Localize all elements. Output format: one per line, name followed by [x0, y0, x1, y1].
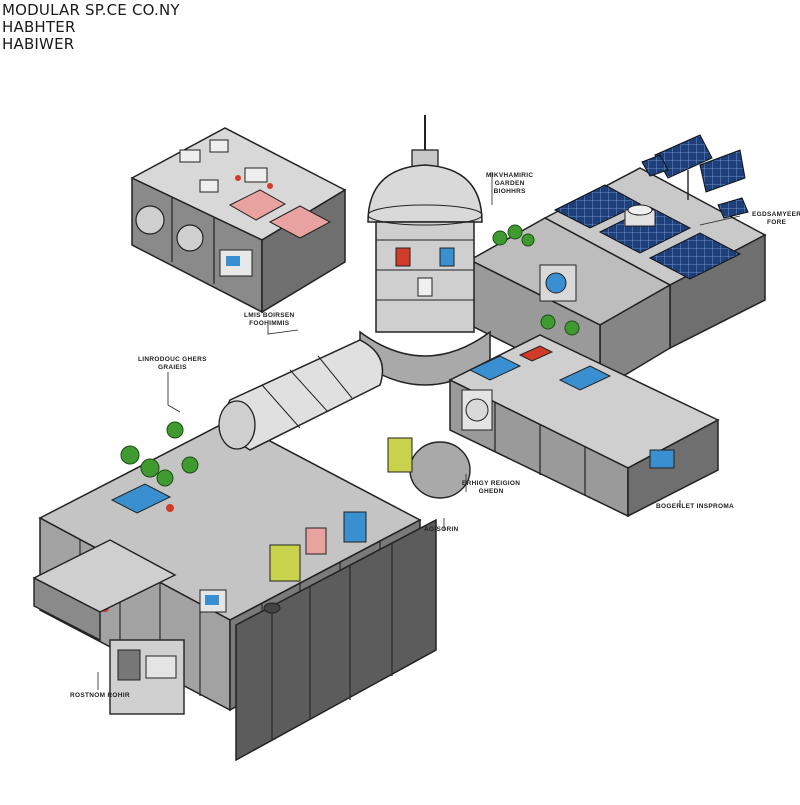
title-line-2: HABHTER — [2, 18, 76, 36]
callout-text: FORE — [766, 219, 787, 226]
callout-text: GRAIEIS — [157, 364, 187, 371]
callout-text: FOOHIMMIS — [249, 320, 290, 327]
title-line-1: MODULAR SP.CE CO.NY — [2, 1, 180, 19]
habitat-cylinder — [218, 339, 384, 451]
callout-text: LINRODOUC GHERS — [138, 356, 207, 363]
callout-text: ERHIGY REIGION — [462, 480, 521, 487]
callout-center-right: ERHIGY REIGION GHEDN — [462, 480, 520, 496]
callout-text: ROSTNOM ROHIR — [70, 692, 130, 699]
callout-text: EGDSAMYEER — [752, 211, 800, 218]
callout-top-right: MIKVHAMIRIC GARDEN BIOHHRS — [486, 172, 533, 196]
bottom-left-entry — [32, 539, 185, 715]
callout-leaders — [97, 172, 741, 690]
upper-left-habitat-block — [130, 127, 347, 314]
callout-right: EGDSAMYEER FORE — [752, 211, 800, 227]
illustration-title: MODULAR SP.CE CO.NY HABHTER HABIWER — [2, 2, 180, 53]
callout-text: MIKVHAMIRIC — [486, 172, 534, 179]
callout-text: GHEDN — [478, 488, 504, 495]
callout-bottom-right: BOGERLET INSPROMA — [656, 503, 734, 511]
callout-text: BIOHHRS — [493, 188, 526, 195]
bottom-storage-tanks — [235, 518, 437, 762]
greenhouse-plants — [492, 224, 580, 336]
callout-center-bottom: AGISORIN — [424, 526, 459, 534]
callout-bottom-left: ROSTNOM ROHIR — [70, 692, 130, 700]
lower-habitat-plants — [120, 421, 199, 487]
callout-left: LINRODOUC GHERS GRAIEIS — [138, 356, 207, 372]
central-tower — [359, 115, 491, 386]
callout-text: BOGERLET INSPROMA — [656, 503, 735, 510]
roof-equipment — [179, 139, 273, 193]
callout-text: AGISORIN — [424, 526, 459, 533]
title-line-3: HABIWER — [2, 35, 75, 53]
callout-mid-left: LMIS BOIRSEN FOOHIMMIS — [244, 312, 295, 328]
callout-text: GARDEN — [494, 180, 525, 187]
callout-text: LMIS BOIRSEN — [244, 312, 295, 319]
